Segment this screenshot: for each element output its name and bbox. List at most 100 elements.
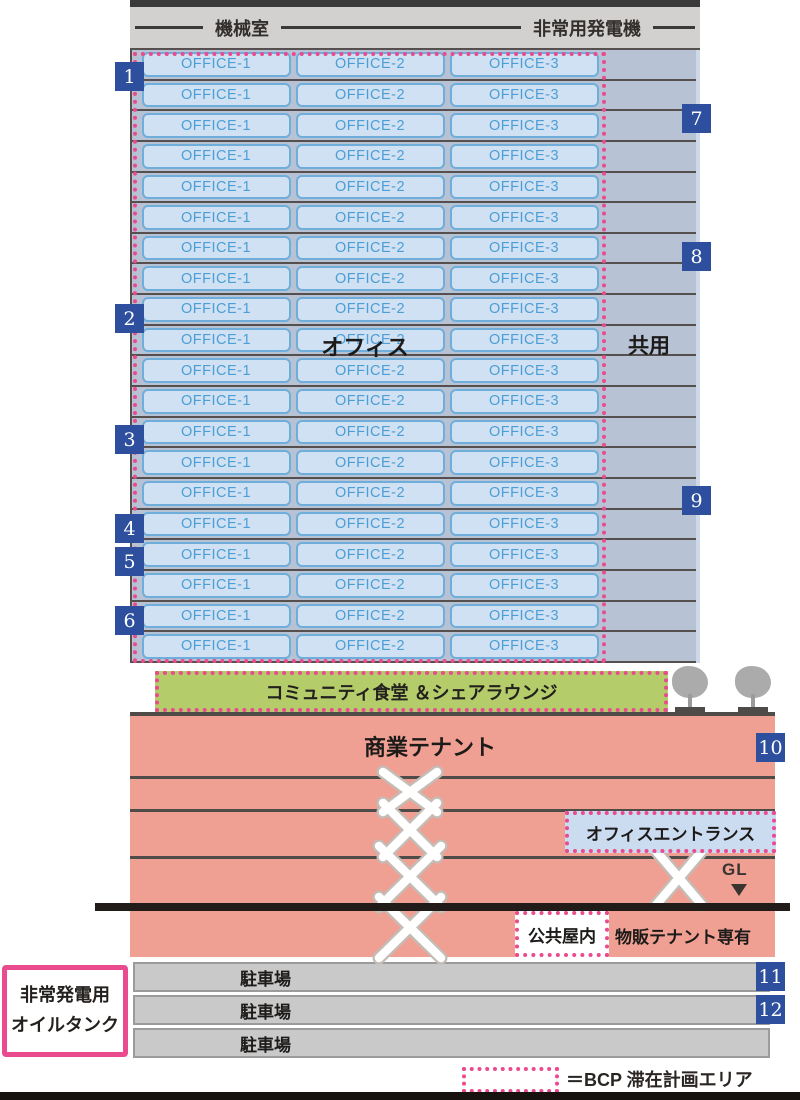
tree-icon	[671, 666, 709, 712]
retail-exclusive-label: 物販テナント専有	[615, 928, 751, 947]
floor-badge-4: 4	[115, 514, 144, 543]
office-unit: OFFICE-1	[141, 297, 291, 322]
office-unit: OFFICE-1	[141, 358, 291, 384]
public-indoor-box: 公共屋内	[515, 911, 609, 957]
office-unit: OFFICE-3	[449, 480, 599, 506]
office-unit: OFFICE-3	[449, 634, 599, 659]
tree-canopy	[672, 666, 708, 698]
office-unit: OFFICE-2	[295, 419, 445, 445]
office-unit: OFFICE-2	[295, 327, 445, 353]
common-column-cell	[601, 50, 696, 79]
office-unit: OFFICE-2	[295, 297, 445, 322]
office-unit: OFFICE-1	[141, 603, 291, 629]
band-rule	[653, 26, 695, 29]
band-rule	[281, 26, 521, 29]
common-column-cell	[601, 602, 696, 631]
office-unit: OFFICE-3	[449, 266, 599, 292]
tree-trunk	[688, 694, 692, 708]
oil-tank-line-2: オイルタンク	[11, 1015, 119, 1035]
office-unit: OFFICE-3	[449, 82, 599, 108]
parking-row: 駐車場	[133, 1028, 770, 1058]
office-unit: OFFICE-3	[449, 143, 599, 169]
bottom-border-bar	[0, 1092, 800, 1100]
office-unit: OFFICE-1	[141, 266, 291, 292]
office-unit: OFFICE-3	[449, 603, 599, 629]
tower-roof	[130, 0, 700, 7]
office-unit: OFFICE-3	[449, 235, 599, 261]
office-unit: OFFICE-1	[141, 634, 291, 659]
ground-line	[95, 903, 790, 911]
band-rule	[135, 26, 203, 29]
office-unit: OFFICE-1	[141, 511, 291, 537]
common-column-cell	[601, 540, 696, 569]
office-unit: OFFICE-2	[295, 174, 445, 200]
floor-badge-10: 10	[756, 733, 785, 762]
office-unit: OFFICE-1	[141, 174, 291, 200]
common-column-cell	[601, 387, 696, 416]
office-unit: OFFICE-1	[141, 419, 291, 445]
office-unit: OFFICE-2	[295, 572, 445, 598]
office-unit: OFFICE-1	[141, 143, 291, 169]
office-zone-label: オフィス	[321, 335, 409, 360]
office-unit: OFFICE-1	[141, 450, 291, 475]
office-unit: OFFICE-1	[141, 52, 291, 77]
machine-room-label: 機械室	[215, 18, 269, 39]
office-unit: OFFICE-1	[141, 82, 291, 108]
office-unit: OFFICE-3	[449, 419, 599, 445]
office-unit: OFFICE-2	[295, 235, 445, 261]
oil-tank-box: 非常発電用 オイルタンク	[2, 965, 128, 1057]
office-entrance-box: オフィスエントランス	[565, 811, 776, 853]
bcp-legend-swatch	[462, 1067, 559, 1093]
bcp-legend-label: ＝BCP 滞在計画エリア	[566, 1070, 753, 1090]
office-unit: OFFICE-2	[295, 603, 445, 629]
floor-badge-5: 5	[115, 547, 144, 576]
office-unit: OFFICE-2	[295, 389, 445, 414]
floor-badge-3: 3	[115, 425, 144, 454]
office-unit: OFFICE-3	[449, 205, 599, 230]
office-unit: OFFICE-3	[449, 358, 599, 384]
office-unit: OFFICE-3	[449, 113, 599, 138]
office-unit: OFFICE-3	[449, 174, 599, 200]
office-unit: OFFICE-2	[295, 52, 445, 77]
common-column-cell	[601, 295, 696, 324]
office-unit: OFFICE-2	[295, 266, 445, 292]
office-unit: OFFICE-1	[141, 235, 291, 261]
office-unit: OFFICE-2	[295, 358, 445, 384]
common-column-cell	[601, 571, 696, 600]
common-column-cell	[601, 632, 696, 661]
common-column-cell	[601, 203, 696, 232]
oil-tank-line-1: 非常発電用	[20, 985, 110, 1006]
office-unit: OFFICE-2	[295, 143, 445, 169]
tree-base	[675, 707, 705, 712]
office-unit: OFFICE-1	[141, 572, 291, 598]
office-unit: OFFICE-1	[141, 480, 291, 506]
common-zone-label: 共用	[628, 335, 670, 358]
machine-room-band: 機械室 非常用発電機	[130, 7, 700, 50]
floor-badge-11: 11	[756, 962, 785, 991]
office-unit: OFFICE-3	[449, 297, 599, 322]
office-unit: OFFICE-2	[295, 511, 445, 537]
floor-badge-8: 8	[682, 242, 711, 271]
office-unit: OFFICE-1	[141, 542, 291, 567]
office-unit: OFFICE-3	[449, 511, 599, 537]
office-unit: OFFICE-2	[295, 450, 445, 475]
emergency-generator-label: 非常用発電機	[533, 18, 641, 39]
office-unit: OFFICE-3	[449, 572, 599, 598]
common-column-cell	[601, 356, 696, 385]
common-column-cell	[601, 142, 696, 171]
commercial-tenant-label: 商業テナント	[363, 735, 496, 760]
floor-slab-line	[130, 856, 775, 859]
